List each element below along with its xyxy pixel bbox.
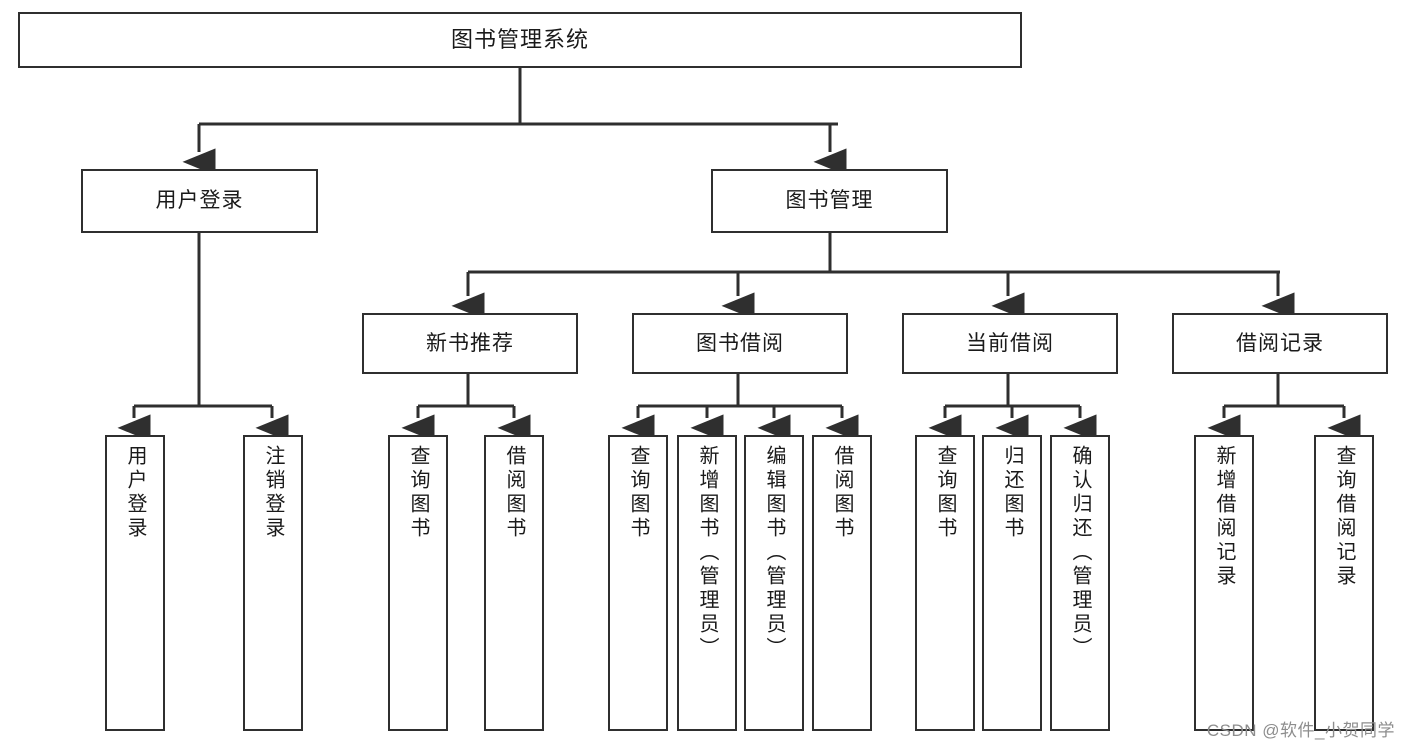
node-new-book-recommendation[interactable]: 新书推荐 (362, 313, 578, 374)
node-leaf-confirm-return[interactable]: 确认归还（管理员） (1050, 435, 1110, 731)
node-label: 图书管理 (785, 189, 874, 213)
node-leaf-return-book[interactable]: 归还图书 (982, 435, 1042, 731)
node-label: 查询借阅记录 (1333, 445, 1355, 589)
node-book-borrow[interactable]: 图书借阅 (632, 313, 848, 374)
node-leaf-edit-book[interactable]: 编辑图书（管理员） (744, 435, 804, 731)
node-borrow-record[interactable]: 借阅记录 (1172, 313, 1388, 374)
node-label: 新增借阅记录 (1213, 445, 1235, 589)
node-leaf-borrow-book-recommend[interactable]: 借阅图书 (484, 435, 544, 731)
node-label: 查询图书 (934, 445, 956, 541)
node-label: 借阅图书 (503, 445, 525, 541)
node-leaf-add-borrow-record[interactable]: 新增借阅记录 (1194, 435, 1254, 731)
node-label: 归还图书 (1001, 445, 1023, 541)
node-label: 用户登录 (124, 445, 146, 541)
node-user-login[interactable]: 用户登录 (81, 169, 318, 233)
node-label: 注销登录 (262, 445, 284, 541)
node-leaf-query-borrow-record[interactable]: 查询借阅记录 (1314, 435, 1374, 731)
node-leaf-query-book-borrow[interactable]: 查询图书 (608, 435, 668, 731)
node-label: 查询图书 (407, 445, 429, 541)
node-label: 图书管理系统 (450, 26, 589, 52)
csdn-watermark: CSDN @软件_小贺同学 (1206, 721, 1395, 740)
node-leaf-add-book[interactable]: 新增图书（管理员） (677, 435, 737, 731)
node-label: 新增图书（管理员） (696, 445, 718, 661)
node-label: 借阅图书 (831, 445, 853, 541)
node-leaf-logout[interactable]: 注销登录 (243, 435, 303, 731)
node-current-borrow[interactable]: 当前借阅 (902, 313, 1118, 374)
node-leaf-query-book-recommend[interactable]: 查询图书 (388, 435, 448, 731)
node-label: 当前借阅 (966, 331, 1054, 355)
node-label: 图书借阅 (696, 331, 784, 355)
node-leaf-borrow-book[interactable]: 借阅图书 (812, 435, 872, 731)
node-book-management[interactable]: 图书管理 (711, 169, 948, 233)
node-label: 新书推荐 (426, 331, 514, 355)
node-label: 用户登录 (155, 189, 244, 213)
node-leaf-query-book-current[interactable]: 查询图书 (915, 435, 975, 731)
node-label: 确认归还（管理员） (1069, 445, 1091, 661)
node-label: 借阅记录 (1236, 331, 1324, 355)
node-root-system[interactable]: 图书管理系统 (18, 12, 1022, 68)
node-leaf-user-login[interactable]: 用户登录 (105, 435, 165, 731)
node-label: 编辑图书（管理员） (763, 445, 785, 661)
node-label: 查询图书 (627, 445, 649, 541)
